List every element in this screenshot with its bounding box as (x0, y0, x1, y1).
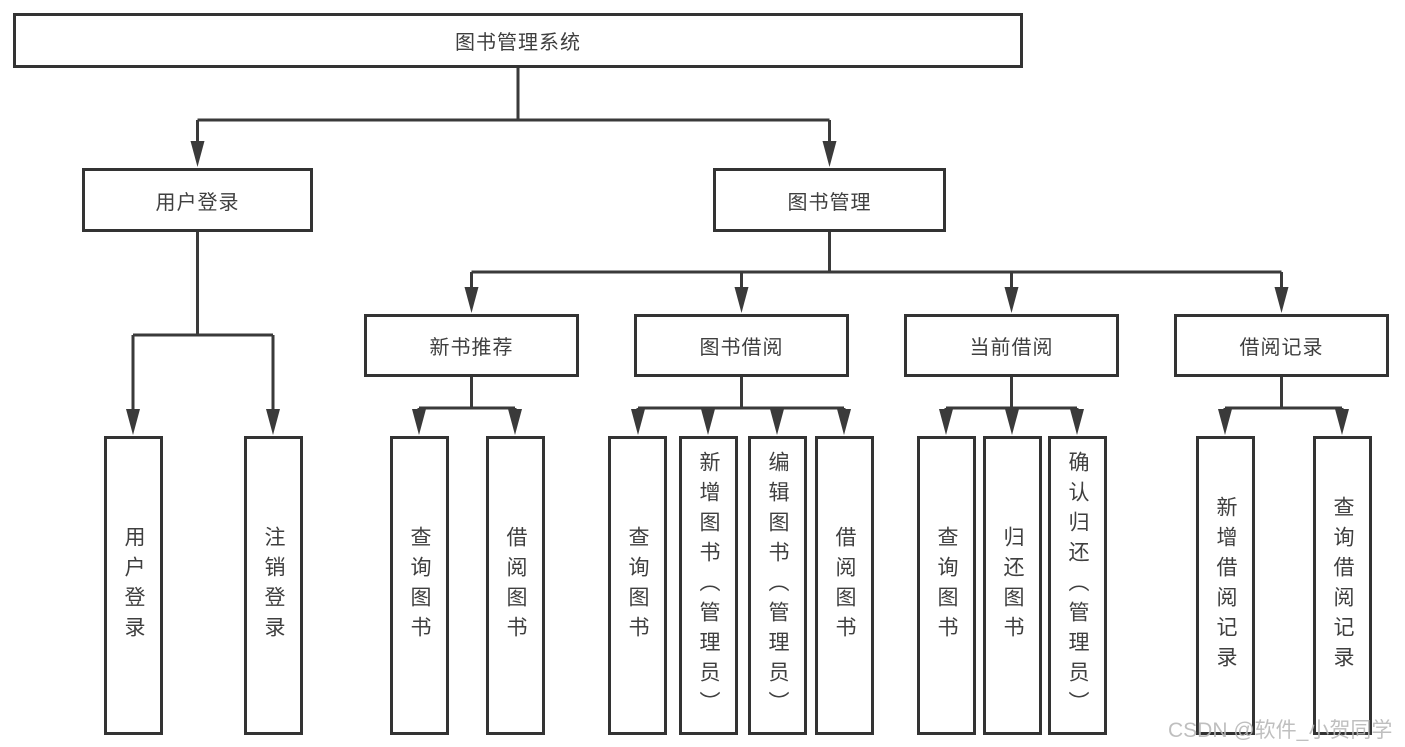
node-book-management: 图书管理 (713, 168, 946, 232)
csdn-watermark: CSDN @软件_小贺同学 (1168, 719, 1393, 742)
leaf-current-search-books-label: 查询图书 (935, 525, 958, 646)
leaf-record-search-borrow-record-label: 查询借阅记录 (1331, 495, 1354, 676)
node-user-login: 用户登录 (82, 168, 313, 232)
leaf-user-login-label: 用户登录 (122, 525, 145, 646)
leaf-current-search-books: 查询图书 (917, 436, 976, 735)
leaf-record-search-borrow-record: 查询借阅记录 (1313, 436, 1372, 735)
leaf-borrow-search-books: 查询图书 (608, 436, 667, 735)
leaf-newbook-borrow-books-label: 借阅图书 (504, 525, 527, 646)
leaf-borrow-add-books-admin-label: 新增图书（管理员） (697, 450, 720, 721)
leaf-record-add-borrow-record: 新增借阅记录 (1196, 436, 1255, 735)
leaf-logout: 注销登录 (244, 436, 303, 735)
leaf-record-add-borrow-record-label: 新增借阅记录 (1214, 495, 1237, 676)
leaf-borrow-borrow-books: 借阅图书 (815, 436, 874, 735)
node-current-borrowing: 当前借阅 (904, 314, 1119, 377)
node-book-borrowing-label: 图书借阅 (699, 337, 784, 359)
node-book-borrowing: 图书借阅 (634, 314, 849, 377)
leaf-borrow-edit-books-admin: 编辑图书（管理员） (748, 436, 807, 735)
leaf-newbook-borrow-books: 借阅图书 (486, 436, 545, 735)
leaf-newbook-search-books: 查询图书 (390, 436, 449, 735)
node-library-system-label: 图书管理系统 (455, 32, 581, 54)
leaf-current-confirm-return-admin: 确认归还（管理员） (1048, 436, 1107, 735)
node-borrowing-records: 借阅记录 (1174, 314, 1389, 377)
leaf-newbook-search-books-label: 查询图书 (408, 525, 431, 646)
node-book-management-label: 图书管理 (787, 191, 872, 214)
node-current-borrowing-label: 当前借阅 (969, 337, 1054, 359)
leaf-current-return-books-label: 归还图书 (1001, 525, 1024, 646)
node-user-login-label: 用户登录 (155, 191, 240, 214)
leaf-logout-label: 注销登录 (262, 525, 285, 646)
node-new-book-recommendation: 新书推荐 (364, 314, 579, 377)
leaf-borrow-add-books-admin: 新增图书（管理员） (679, 436, 738, 735)
node-new-book-recommendation-label: 新书推荐 (429, 337, 514, 359)
node-library-system: 图书管理系统 (13, 13, 1023, 68)
leaf-current-confirm-return-admin-label: 确认归还（管理员） (1066, 450, 1089, 721)
leaf-user-login: 用户登录 (104, 436, 163, 735)
leaf-current-return-books: 归还图书 (983, 436, 1042, 735)
leaf-borrow-search-books-label: 查询图书 (626, 525, 649, 646)
node-borrowing-records-label: 借阅记录 (1239, 337, 1324, 359)
leaf-borrow-edit-books-admin-label: 编辑图书（管理员） (766, 450, 789, 721)
leaf-borrow-borrow-books-label: 借阅图书 (833, 525, 856, 646)
